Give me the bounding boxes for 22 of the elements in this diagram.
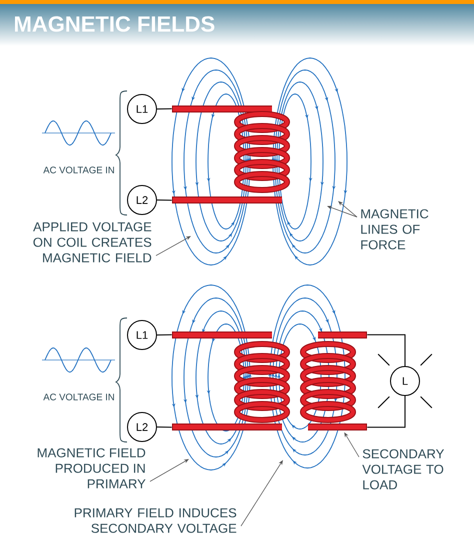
coil-drawing <box>172 106 290 204</box>
wire <box>156 334 172 336</box>
text-label: AC VOLTAGE IN <box>43 394 114 400</box>
wire <box>156 426 172 428</box>
leader-line <box>150 459 189 482</box>
title: MAGNETIC FIELDS <box>15 16 214 32</box>
leader-line <box>156 236 191 256</box>
wire <box>156 108 172 110</box>
leader-line <box>240 460 283 526</box>
wire <box>366 334 406 366</box>
callout-text: MAGNETIC FIELD PRODUCED IN PRIMARY <box>38 448 146 488</box>
callout-text: MAGNETIC LINES OF FORCE <box>361 209 428 250</box>
leader-line <box>338 201 358 218</box>
callout-text: PRIMARY FIELD INDUCES SECONDARY VOLTAGE <box>74 508 236 533</box>
callout-text: SECONDARY VOLTAGE TO LOAD <box>362 449 444 490</box>
text-label: AC VOLTAGE IN <box>43 166 114 174</box>
coil-drawing <box>172 332 290 430</box>
coil-drawing <box>300 332 367 430</box>
lamp-drawing: L <box>378 354 432 408</box>
callout-text: APPLIED VOLTAGE ON COIL CREATES MAGNETIC FIELD <box>33 222 152 262</box>
wire <box>366 396 406 428</box>
wire <box>156 200 172 201</box>
